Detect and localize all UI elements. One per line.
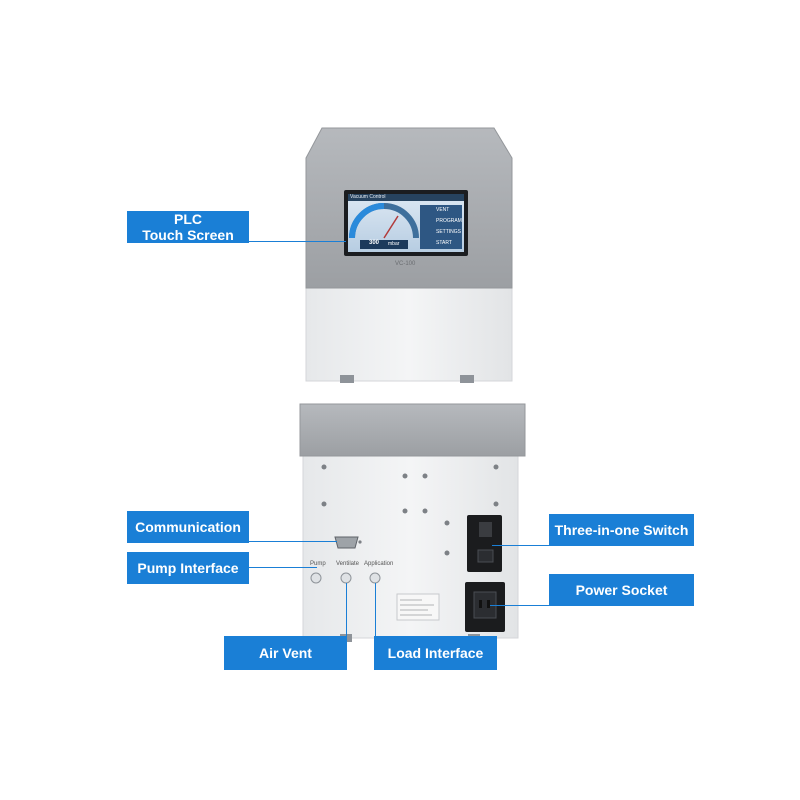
plc-label-line2: Touch Screen [142, 227, 234, 243]
plc-label-line1: PLC [174, 211, 202, 227]
air-vent-label: Air Vent [224, 636, 347, 670]
port-label-application: Application [364, 561, 394, 567]
leader-plc [249, 241, 346, 242]
pump-interface-label: Pump Interface [127, 552, 249, 584]
screen-reading: 300 [369, 240, 380, 246]
ventilate-port [340, 572, 352, 584]
three-in-one-switch [467, 515, 502, 572]
leader-communication [249, 541, 337, 542]
load-interface-label: Load Interface [374, 636, 497, 670]
port-label-pump: Pump [310, 561, 326, 567]
power-socket [465, 582, 505, 632]
screen-menu-settings: SETTINGS [436, 229, 462, 235]
communication-label: Communication [127, 511, 249, 543]
spec-sticker [396, 593, 440, 621]
application-port [369, 572, 381, 584]
leader-air-vent-vertical [346, 583, 347, 636]
plc-touch-screen-label: PLC Touch Screen [127, 211, 249, 243]
leader-socket [490, 605, 549, 606]
screen-menu-program: PROGRAM [436, 218, 462, 224]
plc-touch-screen [344, 190, 468, 256]
screen-unit: mbar [388, 241, 400, 247]
screen-menu-vent: VENT [436, 207, 450, 213]
screen-menu-start: START [436, 240, 452, 246]
leader-pump [249, 567, 317, 568]
power-socket-label: Power Socket [549, 574, 694, 606]
leader-load-vertical [375, 583, 376, 636]
screen-title: Vacuum Control [350, 194, 386, 200]
pump-port [310, 572, 322, 584]
front-model-label: VC-100 [395, 261, 416, 267]
serial-port [334, 536, 359, 549]
three-in-one-switch-label: Three-in-one Switch [549, 514, 694, 546]
port-label-ventilate: Ventilate [336, 561, 360, 567]
leader-switch [492, 545, 549, 546]
